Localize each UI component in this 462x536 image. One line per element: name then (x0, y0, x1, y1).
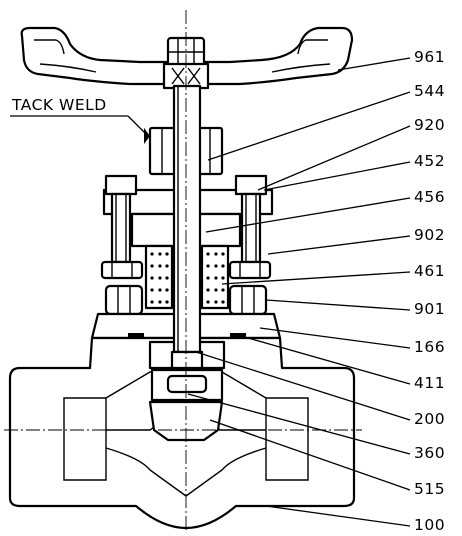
callout-360: 360 (414, 444, 445, 462)
callout-544: 544 (414, 82, 445, 100)
callout-452: 452 (414, 152, 445, 170)
callout-461: 461 (414, 262, 445, 280)
tack-weld-label: TACK WELD (11, 96, 107, 114)
callout-411: 411 (414, 374, 445, 392)
packing-rings (144, 244, 230, 310)
callout-920: 920 (414, 116, 445, 134)
callout-200: 200 (414, 410, 445, 428)
callout-901: 901 (414, 300, 445, 318)
callout-902: 902 (414, 226, 445, 244)
stem (170, 84, 204, 370)
left-stud-bolt (100, 174, 144, 280)
bonnet (90, 284, 282, 340)
callout-166: 166 (414, 338, 445, 356)
callout-515: 515 (414, 480, 445, 498)
handwheel (20, 26, 354, 86)
tack-weld-annotation: TACK WELD (10, 96, 147, 135)
tack-weld-marker (144, 128, 150, 144)
callout-leaders (187, 57, 411, 527)
callout-456: 456 (414, 188, 445, 206)
callout-961: 961 (414, 48, 445, 66)
callout-labels: 961 544 920 452 456 902 461 901 166 411 … (414, 48, 445, 534)
callout-100: 100 (414, 516, 445, 534)
